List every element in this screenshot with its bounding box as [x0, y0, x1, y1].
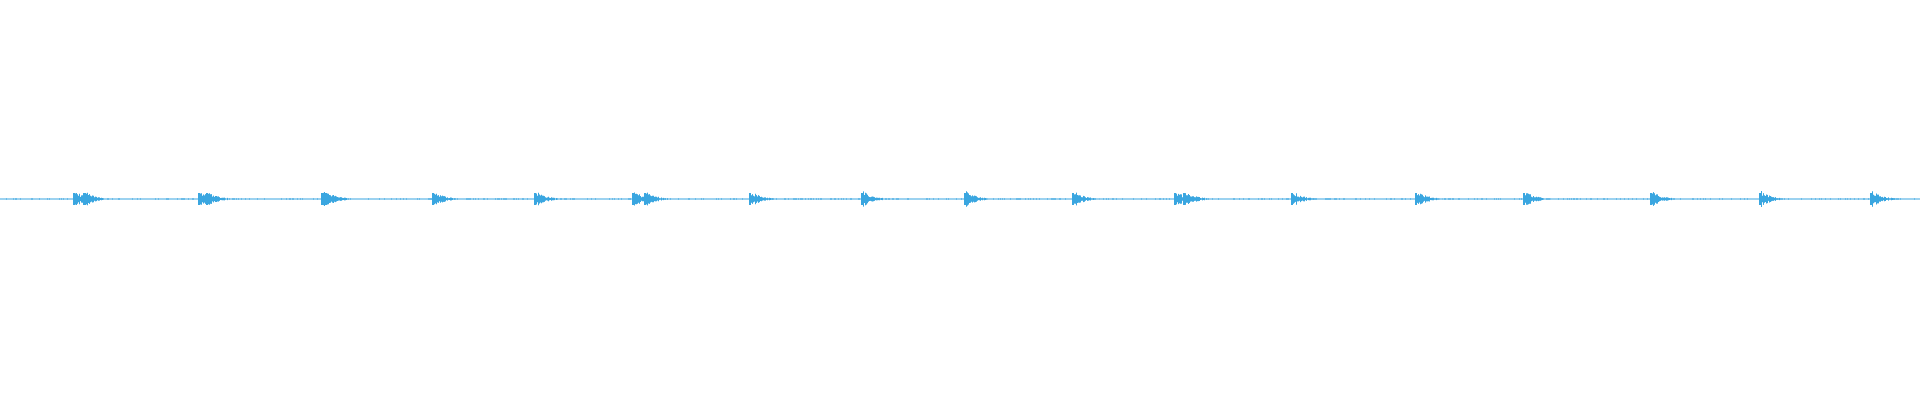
waveform-marks [6, 191, 1915, 207]
